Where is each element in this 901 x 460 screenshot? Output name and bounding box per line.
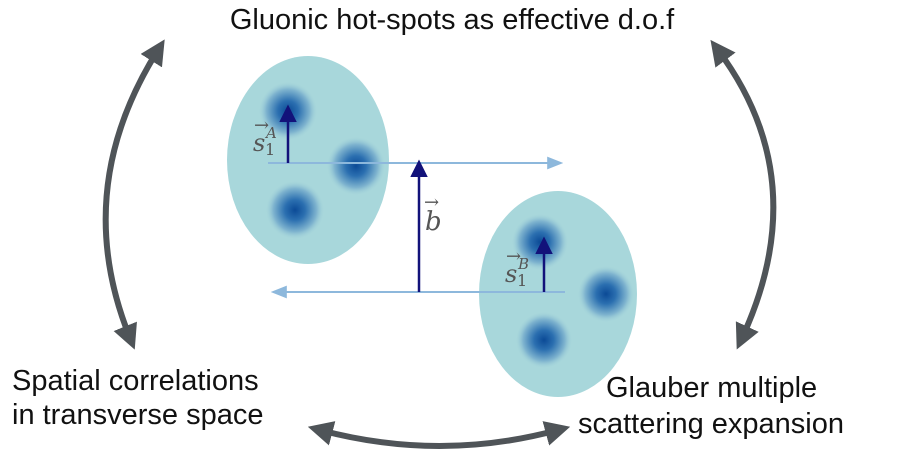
s1a-base: s bbox=[253, 129, 265, 157]
right-label-line1: Glauber multiple bbox=[606, 372, 817, 404]
left-label-line1: Spatial correlations bbox=[12, 365, 259, 397]
s1b-sup: B bbox=[517, 255, 529, 273]
impact-parameter-base: b bbox=[425, 207, 442, 237]
impact-parameter-vector-glyph: → bbox=[424, 192, 439, 213]
s1b-vector-arrow-glyph: → bbox=[506, 246, 521, 267]
right-label-line2: scattering expansion bbox=[578, 408, 844, 440]
hotspot-a2 bbox=[327, 137, 385, 195]
impact-parameter-label: b → bbox=[424, 192, 442, 237]
s1a-sub: 1 bbox=[265, 140, 275, 159]
s1b-base: s bbox=[505, 260, 517, 288]
cycle-arrow-left bbox=[102, 39, 165, 350]
s1b-sub: 1 bbox=[517, 271, 527, 290]
left-label-line2: in transverse space bbox=[12, 399, 263, 431]
hotspot-b3 bbox=[516, 312, 572, 368]
hotspot-b2 bbox=[578, 266, 634, 322]
hotspot-a3 bbox=[266, 181, 324, 239]
top-label: Gluonic hot-spots as effective d.o.f bbox=[230, 4, 675, 36]
s1a-sup: A bbox=[264, 124, 277, 142]
cycle-arrow-right bbox=[710, 39, 777, 350]
s1b-label: s → 1 B bbox=[505, 246, 529, 290]
s1a-vector-arrow-glyph: → bbox=[254, 115, 269, 136]
s1a-label: s → 1 A bbox=[253, 115, 277, 159]
cycle-arrow-bottom bbox=[307, 421, 571, 449]
